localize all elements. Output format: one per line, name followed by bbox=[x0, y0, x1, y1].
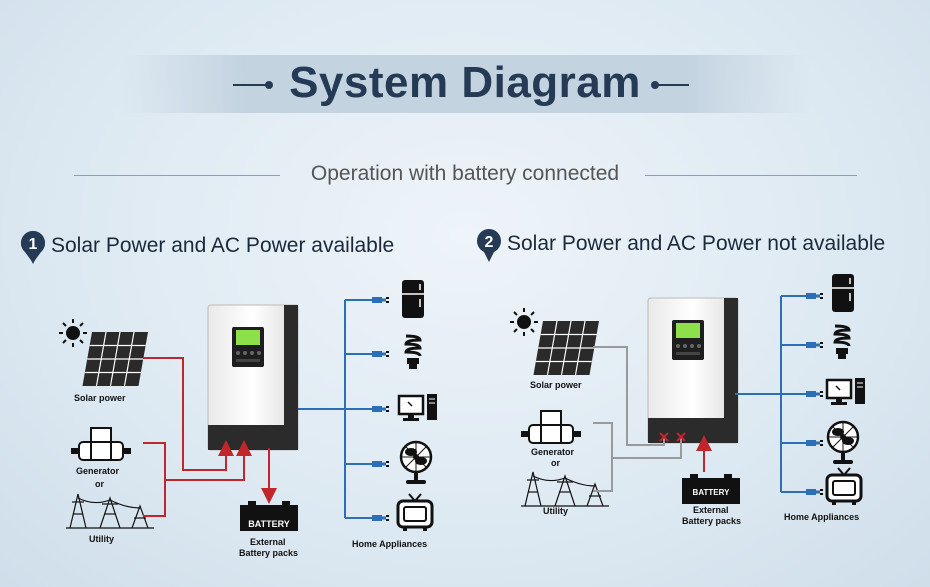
left-solar-icon bbox=[58, 318, 149, 387]
subtitle: Operation with battery connected bbox=[310, 162, 620, 185]
page-title: System Diagram bbox=[289, 58, 641, 107]
right-generator-icon bbox=[520, 410, 582, 444]
right-utility-icon bbox=[520, 471, 610, 507]
title-dash-left bbox=[233, 84, 271, 86]
title-dot-left bbox=[265, 81, 273, 89]
title-dot-right bbox=[651, 81, 659, 89]
subtitle-rule-left bbox=[74, 175, 280, 176]
left-appliances-label: Home Appliances bbox=[352, 539, 428, 549]
left-utility-label: Utility bbox=[89, 534, 115, 544]
right-off-lines bbox=[593, 346, 682, 492]
left-load-lines bbox=[298, 299, 372, 519]
right-fridge-icon bbox=[831, 273, 855, 313]
right-solar-label: Solar power bbox=[530, 380, 582, 390]
right-number-marker: 2 bbox=[477, 229, 501, 262]
left-battery-text: BATTERY bbox=[248, 519, 290, 529]
left-fridge-icon bbox=[401, 279, 425, 319]
left-fan-icon bbox=[399, 440, 433, 486]
left-number-marker: 1 bbox=[20, 231, 45, 264]
left-solar-label: Solar power bbox=[74, 393, 126, 403]
right-generator-label: Generator bbox=[531, 447, 575, 457]
right-computer-icon bbox=[825, 376, 867, 407]
right-battery-label-1: External bbox=[693, 505, 729, 515]
right-heading: Solar Power and AC Power not available bbox=[507, 232, 886, 255]
right-bulb-icon bbox=[833, 324, 851, 361]
left-bulb-icon bbox=[404, 334, 422, 371]
right-battery-text: BATTERY bbox=[693, 488, 731, 497]
right-or-label: or bbox=[551, 458, 560, 468]
right-fan-icon bbox=[826, 420, 860, 466]
right-disconnect-marks bbox=[659, 432, 686, 442]
left-battery-label-2: Battery packs bbox=[239, 548, 299, 558]
right-solar-icon bbox=[509, 307, 600, 376]
right-battery-label-2: Battery packs bbox=[682, 516, 742, 526]
left-plugs bbox=[372, 297, 389, 521]
right-appliances-label: Home Appliances bbox=[784, 512, 860, 522]
right-utility-label: Utility bbox=[543, 506, 569, 516]
right-plugs bbox=[806, 293, 823, 495]
left-heading: Solar Power and AC Power available bbox=[51, 234, 395, 257]
left-number: 1 bbox=[29, 236, 38, 253]
right-inverter bbox=[647, 297, 739, 444]
left-or-label: or bbox=[95, 479, 104, 489]
left-generator-label: Generator bbox=[76, 466, 120, 476]
left-battery-label-1: External bbox=[250, 537, 286, 547]
left-inverter bbox=[207, 304, 299, 451]
left-computer-icon bbox=[397, 392, 439, 423]
right-tv-icon bbox=[825, 466, 863, 507]
right-load-lines bbox=[735, 295, 806, 493]
subtitle-rule-right bbox=[645, 175, 857, 176]
left-tv-icon bbox=[396, 492, 434, 533]
left-generator-icon bbox=[70, 427, 132, 461]
right-number: 2 bbox=[485, 234, 494, 251]
left-ac-lines bbox=[143, 357, 277, 517]
left-utility-icon bbox=[65, 493, 155, 529]
title-dash-right bbox=[653, 84, 689, 86]
